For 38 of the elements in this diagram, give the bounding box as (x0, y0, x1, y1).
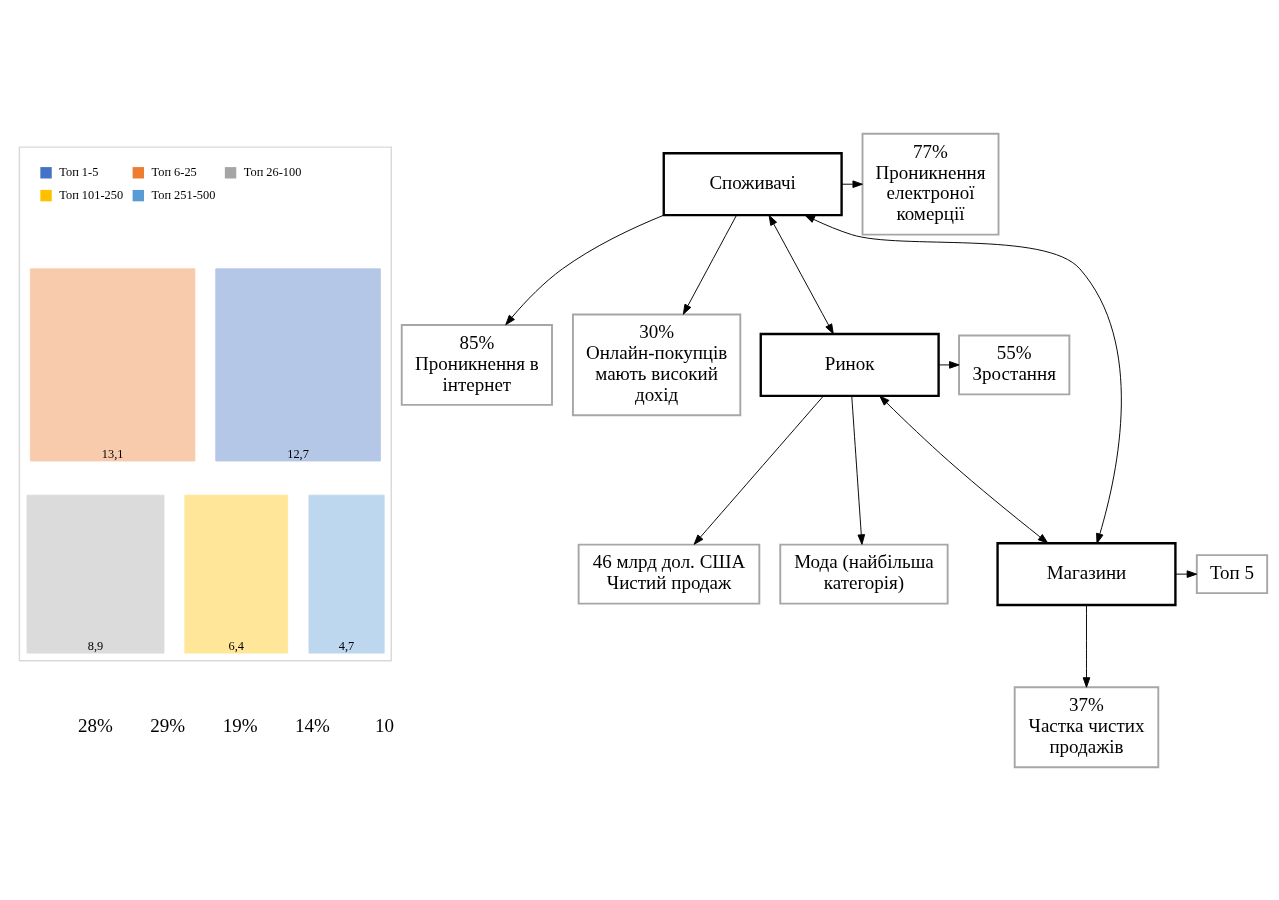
node-box: 6,4 (184, 494, 289, 654)
node-box: 8,9 (26, 494, 165, 654)
legend-label: Топ 1-5 (59, 164, 99, 179)
arrow (693, 395, 824, 545)
node-box: 37% Частка чистих продажів (1013, 685, 1160, 768)
node-box: Магазини (996, 541, 1177, 606)
label: 29% (150, 714, 186, 736)
node-box: Споживачі (662, 151, 843, 216)
arrow (505, 214, 665, 325)
node-box: 13,1 (29, 267, 196, 461)
arrow (1082, 604, 1091, 688)
arrow (938, 360, 960, 369)
label: 10 (375, 714, 395, 736)
node-box: 85% Проникнення в інтернет (400, 323, 553, 406)
node-box: 55% Зростання (958, 333, 1071, 395)
node-box: 30% Онлайн-покупців мають високий дохід (571, 313, 742, 416)
label: 19% (222, 714, 258, 736)
node-box: 4,7 (308, 494, 385, 654)
arrow (804, 214, 1122, 544)
node-box: Мода (найбільша категорія) (779, 543, 949, 605)
label: 28% (78, 714, 113, 736)
arrow (841, 179, 863, 188)
arrow (682, 214, 737, 315)
node-box: Ринок (759, 332, 940, 397)
cluster (18, 145, 392, 661)
node-box: Топ 5 (1195, 553, 1269, 594)
arrow (768, 214, 834, 334)
legend-label: Топ 26-100 (243, 164, 302, 179)
node-box: 12,7 (215, 267, 381, 461)
arrow (879, 395, 1049, 544)
arrow (1174, 569, 1198, 578)
label: 14% (294, 714, 330, 736)
legend-label: Топ 101-250 (59, 187, 124, 202)
legend-label: Топ 6-25 (151, 164, 197, 179)
node-box: 77% Проникнення електроної комерції (861, 132, 1000, 236)
arrow (851, 395, 866, 545)
legend-label: Топ 251-500 (151, 187, 216, 202)
node-box: 46 млрд дол. США Чистий продаж (577, 543, 761, 605)
